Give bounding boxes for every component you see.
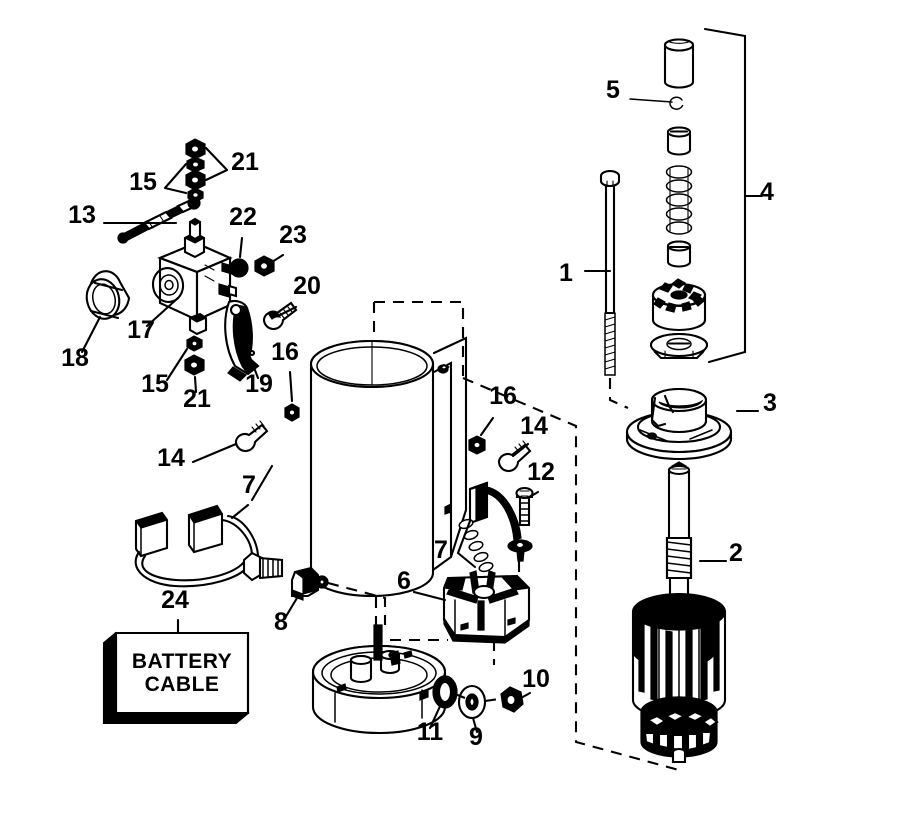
- callout-9: 9: [469, 723, 483, 751]
- callout-1: 1: [559, 259, 573, 287]
- callout-4: 4: [760, 178, 774, 206]
- callout-16b: 16: [489, 382, 517, 410]
- leader-10: [519, 691, 532, 700]
- callout-13: 13: [68, 201, 96, 229]
- dash-terminal: [327, 581, 387, 625]
- part-10-hex-nut: [500, 686, 524, 713]
- leader-19: [246, 350, 260, 380]
- callout-17: 17: [127, 316, 155, 344]
- part-11-insulating-washer: [432, 675, 458, 709]
- part-4-collar: [666, 126, 692, 156]
- part-19-bracket-strap: [224, 299, 260, 382]
- group-bracket-4: [703, 27, 764, 364]
- battery-cable-line2: CABLE: [145, 673, 220, 696]
- callout-23: 23: [279, 221, 307, 249]
- callout-11: 11: [417, 718, 444, 746]
- bolt-threads: [604, 312, 616, 376]
- callout-12: 12: [527, 458, 555, 486]
- leader-7b: [456, 519, 477, 569]
- commutator-end-frame: [311, 624, 447, 735]
- leader-16a: [288, 370, 294, 403]
- part-4-pinion-gear: [651, 278, 707, 332]
- part-3-drive-housing: [625, 387, 733, 461]
- brush-holder-spokes: [446, 570, 519, 631]
- part-6-brush-holder: [442, 570, 531, 644]
- callout-7b: 7: [434, 536, 448, 564]
- callout-24: 24: [161, 586, 189, 614]
- leader-5: [629, 98, 673, 103]
- part-21-15-stack-top: [185, 138, 206, 203]
- part-4-top-sleeve: [663, 38, 695, 89]
- leader-17: [145, 296, 180, 328]
- part-22-ball: [229, 258, 249, 278]
- callout-20: 20: [293, 272, 321, 300]
- assembly-dash-1: [608, 378, 629, 409]
- part-15-21-bottom: [184, 335, 205, 376]
- callout-14b: 14: [520, 412, 548, 440]
- part-16-washer-left: [284, 403, 300, 422]
- commutator-segments: [643, 710, 719, 752]
- callout-16a: 16: [271, 338, 299, 366]
- callout-19: 19: [245, 370, 273, 398]
- part-4-drive-spring: [665, 165, 693, 235]
- callout-6: 6: [397, 567, 411, 595]
- leader-21a: [204, 146, 229, 182]
- leader-16b: [479, 416, 495, 437]
- callout-18: 18: [61, 344, 89, 372]
- part-16-washer-right: [468, 435, 486, 455]
- callout-2: 2: [729, 539, 743, 567]
- part-23-nut: [254, 255, 275, 277]
- callout-7a: 7: [242, 471, 256, 499]
- part-9-flat-washer: [457, 684, 487, 720]
- part-13-pin: [117, 196, 201, 244]
- armature-threads: [665, 536, 693, 580]
- motor-frame: [309, 336, 468, 598]
- leader-18: [80, 315, 102, 354]
- battery-cable-box: [102, 631, 250, 725]
- leader-15a: [163, 162, 188, 195]
- part-14-screw-left: [234, 420, 269, 453]
- callout-21b: 21: [183, 385, 211, 413]
- callout-22: 22: [229, 203, 257, 231]
- terminal-lug: [507, 539, 533, 562]
- leader-11: [428, 702, 443, 730]
- leader-15b: [165, 347, 189, 382]
- part-17-solenoid: [151, 217, 238, 336]
- leader-22: [238, 236, 244, 259]
- part-8-terminal-bracket: [290, 566, 329, 601]
- part-7-brushes-left: [134, 504, 284, 588]
- callout-5: 5: [606, 76, 620, 104]
- leader-9: [471, 716, 479, 734]
- leader-20: [278, 305, 298, 317]
- leader-12: [526, 490, 540, 500]
- callout-3: 3: [763, 389, 777, 417]
- leader-21b: [193, 375, 198, 394]
- callout-15b: 15: [141, 370, 169, 398]
- dash-washers: [454, 693, 500, 703]
- leader-23: [270, 253, 285, 264]
- callout-10: 10: [522, 665, 550, 693]
- part-5-retaining-ring: [669, 96, 684, 110]
- part-4-thrust-collar: [666, 240, 692, 268]
- callout-8: 8: [274, 608, 288, 636]
- callout-numbers: 1 2 3 4 5 6 7 7 8 9 10 11 12 13 14 14 15…: [61, 76, 777, 751]
- armature-windings: [632, 610, 720, 707]
- leader-8: [283, 596, 299, 620]
- callout-14a: 14: [157, 444, 185, 472]
- cable-thread: [258, 556, 284, 580]
- battery-cable-line1: BATTERY: [132, 650, 232, 673]
- callout-21a: 21: [231, 148, 259, 176]
- leader-6: [412, 590, 447, 602]
- part-12-screw: [515, 486, 534, 527]
- part-2-armature: [631, 464, 727, 764]
- leader-14b: [511, 442, 530, 458]
- part-7-brush-right: [458, 481, 522, 573]
- part-4-drive-cup: [649, 332, 709, 360]
- leader-7a: [230, 503, 250, 520]
- part-18-boot: [85, 270, 131, 320]
- callout-15a: 15: [129, 168, 157, 196]
- leader-14a: [191, 442, 238, 464]
- leader-7a-up: [250, 464, 274, 502]
